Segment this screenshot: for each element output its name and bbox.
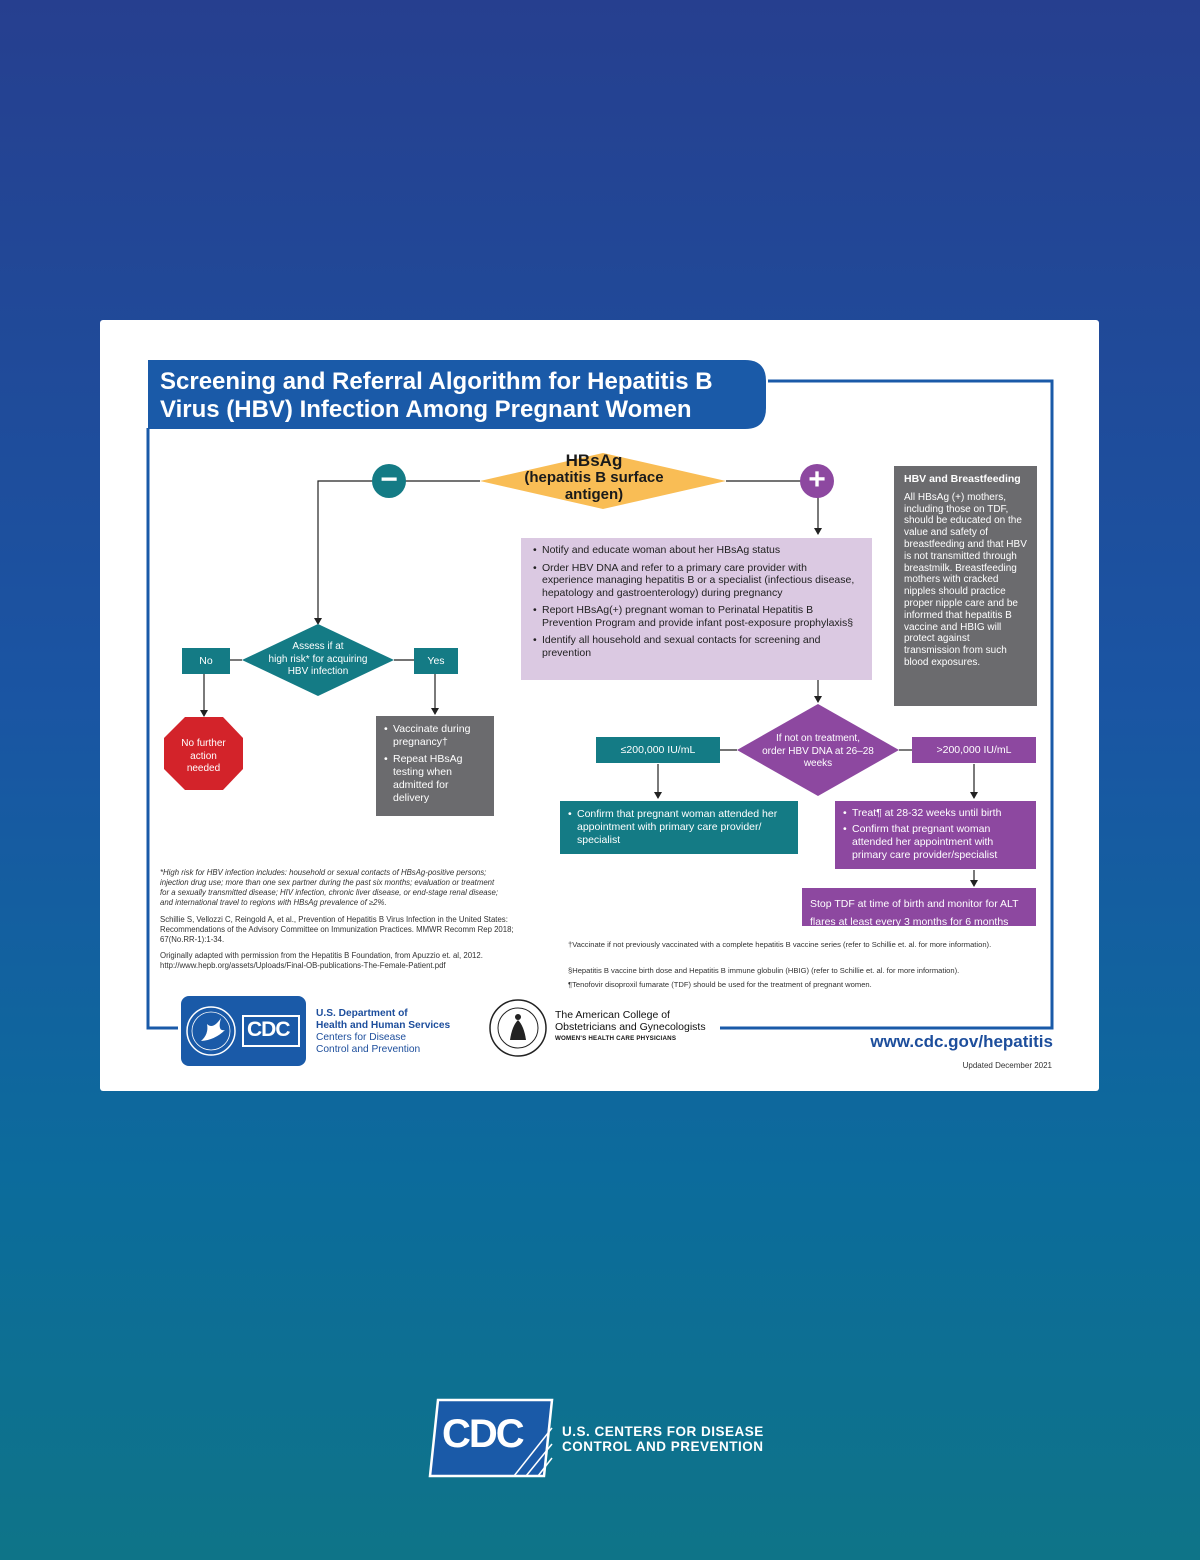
acog-label: The American College of Obstetricians an… [555, 1009, 706, 1045]
breastfeeding-panel: HBV and Breastfeeding All HBsAg (+) moth… [894, 466, 1037, 706]
risk-line-2: high risk* for acquiring [268, 653, 368, 665]
frame-border-top-right [720, 379, 1054, 1030]
low-action-item: Confirm that pregnant woman attended her… [568, 808, 790, 847]
flowchart-graphics [146, 360, 1054, 1030]
no-action-octagon [164, 717, 243, 790]
breastfeeding-body: All HBsAg (+) mothers, including those o… [904, 491, 1027, 668]
connector-negative [314, 480, 480, 625]
cdc-logo-text: CDC [247, 1018, 290, 1041]
page-title: Screening and Referral Algorithm for Hep… [160, 368, 760, 424]
no-tag: No [182, 648, 230, 674]
cdc-logo-icon [428, 1398, 554, 1478]
high-viral-load-tag: >200,000 IU/mL [912, 737, 1036, 763]
dna-diamond-label: If not on treatment, order HBV DNA at 26… [754, 733, 882, 771]
low-action-box: Confirm that pregnant woman attended her… [560, 801, 798, 854]
positive-action-item: Order HBV DNA and refer to a primary car… [533, 562, 860, 600]
footer-logo-text: CDC [442, 1412, 525, 1456]
risk-line-1: Assess if at [292, 641, 344, 652]
positive-actions-box: Notify and educate woman about her HBsAg… [521, 538, 872, 680]
updated-date: Updated December 2021 [962, 1061, 1052, 1070]
no-action-line-2: action [190, 750, 217, 762]
no-action-label: No further action needed [164, 738, 243, 776]
yes-action-item: Vaccinate during pregnancy† [384, 723, 486, 749]
yes-tag: Yes [414, 648, 458, 674]
acog-line-3: WOMEN'S HEALTH CARE PHYSICIANS [555, 1035, 677, 1042]
hbsag-diamond [480, 453, 726, 509]
title-tab [148, 360, 766, 429]
stop-tdf-text: Stop TDF at time of birth and monitor fo… [810, 898, 1019, 928]
footnote-tdf: ¶Tenofovir disoproxil fumarate (TDF) sho… [568, 980, 872, 989]
algorithm-card: Screening and Referral Algorithm for Hep… [100, 320, 1099, 1091]
footer-cdc-logo: CDC U.S. CENTERS FOR DISEASE CONTROL AND… [428, 1398, 788, 1478]
plus-icon: + [800, 464, 834, 498]
reference-schillie: Schillie S, Vellozzi C, Reingold A, et a… [160, 915, 514, 944]
hbsag-line-3: antigen) [564, 486, 624, 503]
acog-line-2: Obstetricians and Gynecologists [555, 1021, 706, 1033]
breastfeeding-title: HBV and Breastfeeding [904, 473, 1021, 485]
hbsag-label: HBsAg (hepatitis B surface antigen) [506, 452, 682, 503]
high-action-item: Confirm that pregnant woman attended her… [843, 823, 1028, 862]
title-line-1: Screening and Referral Algorithm for Hep… [160, 368, 713, 395]
dna-line-2: order HBV DNA at 26–28 [762, 745, 874, 757]
hhs-label: U.S. Department of Health and Human Serv… [316, 1008, 450, 1056]
hhs-line-2: Health and Human Services [316, 1020, 451, 1031]
hbsag-line-1: HBsAg [565, 451, 623, 470]
risk-line-3: HBV infection [287, 666, 349, 677]
hepatitis-url-link[interactable]: www.cdc.gov/hepatitis [870, 1032, 1053, 1051]
footnote-hbig: §Hepatitis B vaccine birth dose and Hepa… [568, 966, 960, 975]
dna-diamond [737, 704, 899, 796]
minus-sign: − [380, 463, 398, 496]
acog-seal-icon [489, 999, 547, 1057]
acog-line-1: The American College of [555, 1009, 670, 1021]
positive-action-item: Report HBsAg(+) pregnant woman to Perina… [533, 604, 860, 629]
minus-icon: − [372, 464, 406, 498]
reference-hepb-foundation: Originally adapted with permission from … [160, 951, 483, 970]
footer-agency-name: U.S. CENTERS FOR DISEASE CONTROL AND PRE… [562, 1424, 764, 1454]
high-actions-box: Treat¶ at 28-32 weeks until birth Confir… [835, 801, 1036, 869]
title-line-2: Virus (HBV) Infection Among Pregnant Wom… [160, 396, 692, 423]
risk-diamond [242, 624, 394, 696]
positive-action-item: Identify all household and sexual contac… [533, 634, 860, 659]
footer-line-1: U.S. CENTERS FOR DISEASE [562, 1424, 764, 1439]
hbsag-line-2: (hepatitis B surface [524, 469, 664, 486]
yes-actions-box: Vaccinate during pregnancy† Repeat HBsAg… [376, 716, 494, 816]
footer-line-2: CONTROL AND PREVENTION [562, 1439, 764, 1454]
dna-line-3: weeks [803, 758, 833, 769]
high-risk-footnote: *High risk for HBV infection includes: h… [160, 868, 499, 907]
hhs-cdc-logo: CDC [181, 996, 306, 1066]
hhs-line-3: Centers for Disease [316, 1032, 407, 1043]
high-action-item: Treat¶ at 28-32 weeks until birth [843, 807, 1028, 820]
footnote-vaccinate: †Vaccinate if not previously vaccinated … [568, 940, 992, 949]
frame-border-left [146, 428, 178, 1030]
yes-action-item: Repeat HBsAg testing when admitted for d… [384, 753, 486, 805]
no-action-line-1: No further [181, 738, 226, 749]
dna-line-1: If not on treatment, [776, 733, 860, 744]
no-action-line-3: needed [186, 763, 221, 774]
hhs-line-4: Control and Prevention [316, 1044, 421, 1055]
hhs-eagle-icon [186, 1006, 300, 1056]
positive-action-item: Notify and educate woman about her HBsAg… [533, 544, 860, 557]
hhs-line-1: U.S. Department of [316, 1008, 408, 1019]
risk-diamond-label: Assess if at high risk* for acquiring HB… [258, 641, 378, 679]
stop-tdf-box: Stop TDF at time of birth and monitor fo… [802, 888, 1036, 928]
plus-sign: + [808, 463, 826, 496]
low-viral-load-tag: ≤200,000 IU/mL [596, 737, 720, 763]
